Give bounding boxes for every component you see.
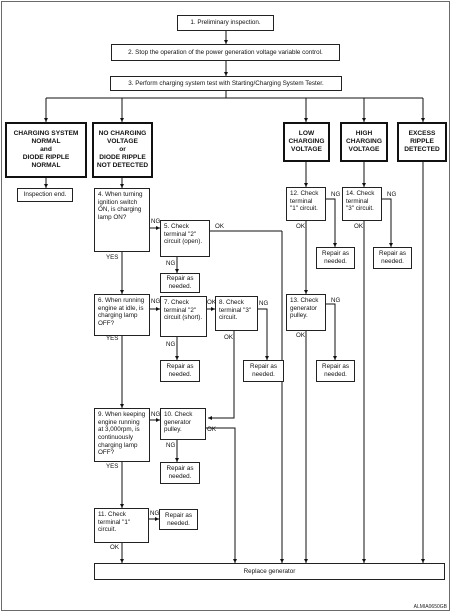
label-ng-12: NG [331, 191, 341, 198]
connector-10-ok [206, 427, 237, 563]
repair-box-8: Repair as needed. [243, 360, 284, 382]
connector-13-repair [326, 303, 337, 360]
step-14-box: 14. Check terminal "3" circuit. [342, 187, 382, 221]
label-ok-5: OK [215, 223, 224, 230]
connector-12-repair [326, 198, 337, 247]
label-ng-8: NG [259, 300, 269, 307]
result-excess-ripple: EXCESS RIPPLE DETECTED [397, 122, 447, 162]
step-5-box: 5. Check terminal "2" circuit (open). [160, 220, 210, 257]
step-10-box: 10. Check generator pulley. [160, 408, 206, 440]
repair-box-14: Repair as needed. [373, 247, 412, 269]
repair-box-7: Repair as needed. [160, 360, 200, 382]
step-7-box: 7. Check terminal "2" circuit (short). [160, 296, 207, 337]
step-8-box: 8. Check terminal "3" circuit. [215, 296, 258, 331]
step-3-box: 3. Perform charging system test with Sta… [110, 76, 342, 91]
step-11-box: 11. Check terminal "1" circuit. [94, 508, 149, 543]
result-low-voltage: LOW CHARGING VOLTAGE [283, 122, 330, 162]
step-6-box: 6. When running engine at idle, is charg… [94, 294, 150, 336]
repair-box-11: Repair as needed. [159, 509, 198, 530]
connector-8-repair [258, 308, 269, 360]
label-ng-11: NG [150, 510, 160, 517]
step-2-box: 2. Stop the operation of the power gener… [111, 44, 340, 61]
inspection-end-box: Inspection end. [17, 188, 73, 202]
label-ng-5: NG [166, 260, 176, 267]
label-ng-9: NG [151, 411, 161, 418]
label-ok-11: OK [110, 544, 119, 551]
label-ok-14: OK [354, 223, 363, 230]
repair-box-10: Repair as needed. [160, 462, 200, 484]
label-ng-6: NG [151, 298, 161, 305]
result-normal: CHARGING SYSTEM NORMAL and DIODE RIPPLE … [5, 122, 87, 178]
label-yes-4: YES [106, 254, 119, 261]
repair-box-13: Repair as needed. [316, 360, 355, 382]
label-yes-6: YES [106, 335, 119, 342]
label-yes-9: YES [106, 463, 119, 470]
label-ng-14: NG [387, 191, 397, 198]
label-ng-4: NG [151, 218, 161, 225]
label-ok-13: OK [296, 332, 305, 339]
figure-code: ALMIA0650GB [413, 604, 447, 610]
step-1-box: 1. Preliminary inspection. [177, 15, 274, 31]
repair-box-12: Repair as needed. [316, 247, 355, 269]
step-12-box: 12. Check terminal "1" circuit. [286, 187, 326, 221]
label-ok-12: OK [296, 223, 305, 230]
result-no-charging: NO CHARGING VOLTAGE or DIODE RIPPLE NOT … [92, 122, 153, 178]
replace-generator-box: Replace generator [94, 563, 445, 580]
step-4-box: 4. When turning ignition switch ON, is c… [94, 188, 150, 252]
label-ng-10: NG [166, 442, 176, 449]
label-ng-13: NG [331, 297, 341, 304]
connector-14-repair [382, 198, 393, 247]
label-ok-10: OK [207, 426, 216, 433]
label-ok-8: OK [224, 334, 233, 341]
label-ok-7: OK [207, 299, 216, 306]
step-13-box: 13. Check generator pulley. [286, 294, 326, 331]
step-9-box: 9. When keeping engine running at 3,000r… [94, 408, 150, 462]
connector-8-10 [208, 331, 235, 420]
repair-box-5: Repair as needed. [160, 273, 200, 293]
label-ng-7: NG [166, 341, 176, 348]
result-high-voltage: HIGH CHARGING VOLTAGE [340, 122, 388, 162]
